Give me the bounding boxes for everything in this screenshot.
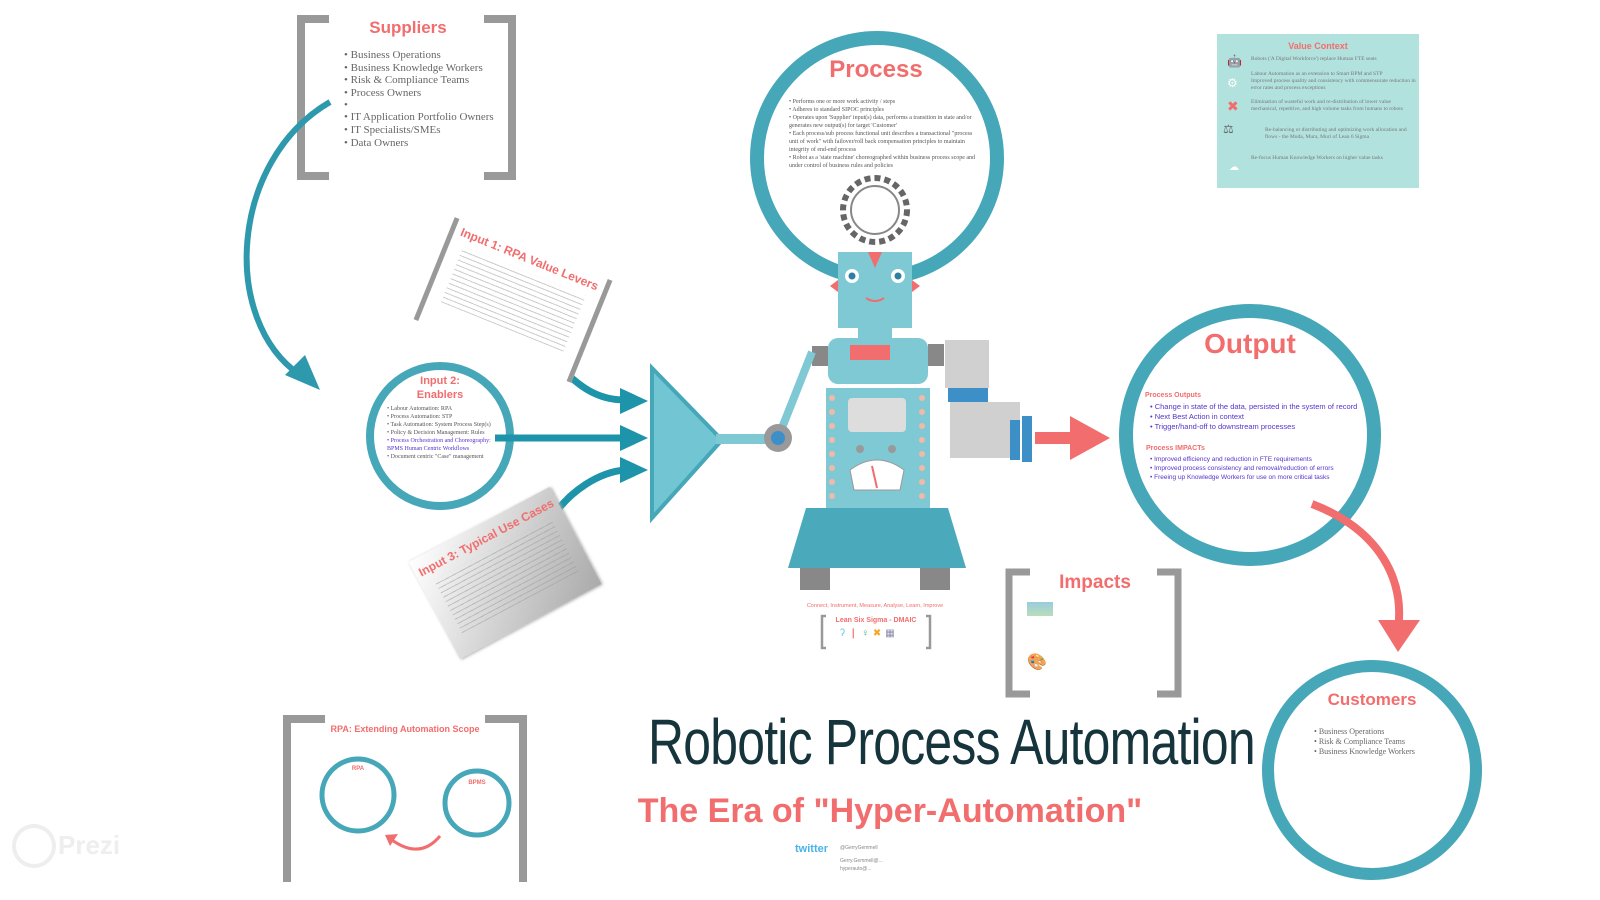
process-outputs-list: Change in state of the data, persisted i…: [1150, 402, 1370, 432]
process-list: Performs one or more work activity / ste…: [789, 98, 977, 170]
suppliers-list: Business Operations Business Knowledge W…: [344, 49, 494, 149]
list-item: IT Application Portfolio Owners: [344, 111, 494, 124]
email-2[interactable]: hyperauto@...: [840, 866, 872, 872]
impacts-title: Impacts: [1059, 572, 1131, 593]
process-outputs-heading: Process Outputs: [1145, 392, 1202, 399]
suppliers-title: Suppliers: [369, 18, 447, 37]
ear-icon: ʔ: [840, 628, 849, 639]
list-item: Performs one or more work activity / ste…: [789, 98, 977, 106]
list-item: Labour Automation as an extension to Sma…: [1251, 71, 1383, 77]
list-item: Labour Automation: RPA: [387, 405, 497, 413]
list-item: Improved process quality and consistency…: [1251, 78, 1416, 91]
customers-circle: [1262, 660, 1482, 880]
probe-icon: ♀: [861, 628, 873, 639]
customers-title: Customers: [1327, 690, 1417, 709]
list-item: Business Knowledge Workers: [1314, 747, 1415, 757]
twitter-handle[interactable]: @GerryGemmell: [840, 845, 878, 851]
output-title: Output: [1204, 328, 1296, 359]
tools-icon: ✖: [872, 628, 886, 639]
dmaic-icons: ʔ❘♀✖▦: [840, 628, 899, 639]
gear-icon: [840, 175, 910, 245]
list-item: Each process/sub process functional unit…: [789, 130, 977, 154]
list-item: Trigger/hand-off to downstream processes: [1150, 422, 1370, 432]
cloud-icon: ☁: [1229, 162, 1239, 173]
robot-icon: 🤖: [1227, 54, 1242, 68]
list-item: Data Owners: [344, 137, 494, 150]
list-item: Task Automation: System Process Step(s): [387, 421, 497, 429]
impacts-thumbnail[interactable]: [1027, 602, 1053, 616]
robot-illustration: [764, 252, 1032, 590]
list-item: Next Best Action in context: [1150, 412, 1370, 422]
list-item: Process Orchestration and Choreography: …: [387, 437, 497, 453]
palette-icon[interactable]: 🎨: [1027, 654, 1047, 671]
bpms-label: BPMS: [468, 780, 486, 786]
list-item: Re-balancing or distributing and optimiz…: [1265, 127, 1407, 140]
suppliers-bracket: [297, 15, 516, 180]
list-item: IT Specialists/SMEs: [344, 124, 494, 137]
list-item: Business Knowledge Workers: [344, 62, 494, 75]
list-item: Risk & Compliance Teams: [344, 74, 494, 87]
thermometer-icon: ❘: [849, 628, 862, 639]
list-item: Improved efficiency and reduction in FTE…: [1150, 455, 1370, 464]
dmaic-caption: Connect, Instrument, Measure, Analyse, L…: [806, 603, 944, 609]
prezi-logo: Prezi: [58, 830, 121, 860]
email-1[interactable]: Gerry.Gemmell@...: [840, 858, 883, 864]
list-item: Improved process consistency and removal…: [1150, 464, 1370, 473]
list-item: Business Operations: [1314, 727, 1415, 737]
value-context-list: Robots ('A Digital Workforce') replace H…: [1251, 56, 1416, 162]
twitter-logo[interactable]: twitter: [795, 843, 828, 855]
dmaic-title: Lean Six Sigma - DMAIC: [835, 617, 917, 624]
value-context-title: Value Context: [1288, 41, 1348, 51]
list-item: Business Operations: [344, 49, 494, 62]
chart-icon: ▦: [885, 628, 899, 639]
value-context-panel[interactable]: Value Context 🤖 ⚙ ✖ ⚖ ☁ Robots ('A Digit…: [1217, 34, 1419, 188]
output-circle: [1119, 304, 1381, 566]
input2-title: Input 2: Enablers: [416, 375, 464, 401]
rpa-label: RPA: [351, 766, 365, 772]
list-item: Risk & Compliance Teams: [1314, 737, 1415, 747]
list-item: Elimination of wasteful work and re-dist…: [1251, 99, 1403, 112]
subtitle: The Era of "Hyper-Automation": [637, 792, 1143, 830]
list-item: Operates upon 'Supplier' input(s) data, …: [789, 114, 977, 130]
gear-icon: ⚙: [1227, 76, 1238, 90]
list-item: Process Owners: [344, 87, 494, 100]
list-item: Process Automation: STP: [387, 413, 497, 421]
list-item: Re-focus Human Knowledge Workers on high…: [1251, 155, 1383, 161]
list-item: Change in state of the data, persisted i…: [1150, 402, 1370, 412]
funnel: [650, 363, 725, 524]
rpa-scope-title: RPA: Extending Automation Scope: [330, 724, 480, 734]
process-impacts-heading: Process IMPACTs: [1146, 445, 1205, 452]
people-sketch-icon: ⚖: [1223, 122, 1234, 136]
list-item: Freeing up Knowledge Workers for use on …: [1150, 473, 1370, 482]
main-title: Robotic Process Automation: [648, 706, 1256, 778]
crossed-icon: ✖: [1227, 98, 1239, 114]
list-item: Adheres to standard SIPOC principles: [789, 106, 977, 114]
customers-list: Business Operations Risk & Compliance Te…: [1314, 727, 1415, 757]
list-item: Robot as a 'state machine' choreographed…: [789, 154, 977, 170]
list-item: Robots ('A Digital Workforce') replace H…: [1251, 56, 1377, 62]
list-item: Policy & Decision Management: Rules: [387, 429, 497, 437]
process-impacts-list: Improved efficiency and reduction in FTE…: [1150, 455, 1370, 482]
process-title: Process: [829, 56, 923, 83]
suppliers-arrow: [243, 99, 332, 378]
input2-list: Labour Automation: RPA Process Automatio…: [387, 405, 497, 461]
list-item: Document centric "Case" management: [387, 453, 497, 461]
